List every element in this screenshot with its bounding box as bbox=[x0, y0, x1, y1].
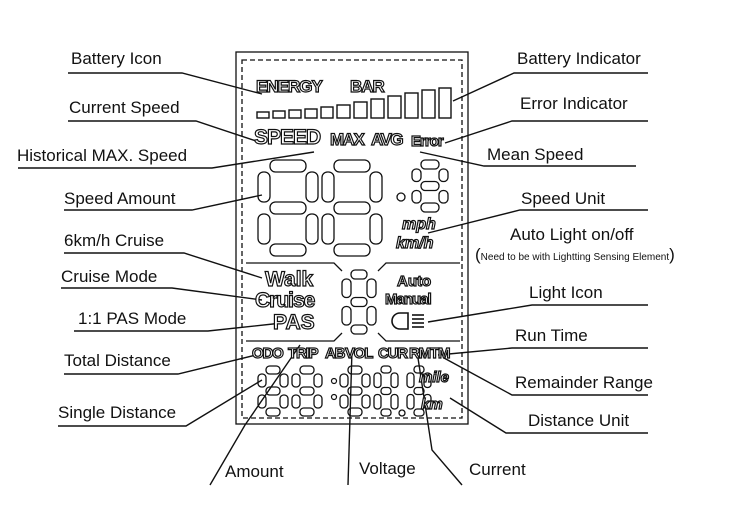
headlight-icon bbox=[391, 312, 424, 330]
lcd-cruise-label: Cruise bbox=[254, 288, 316, 312]
lcd-trip-label: TRIP bbox=[287, 344, 319, 362]
distance-decimal-point bbox=[398, 409, 406, 417]
callout-distance-unit: Distance Unit bbox=[528, 411, 630, 430]
callout-historical-max-speed: Historical MAX. Speed bbox=[17, 146, 188, 165]
lcd-mph-label: mph bbox=[401, 215, 436, 233]
lcd-ab-label: AB bbox=[324, 344, 346, 362]
auto-light-note: (Need to be with Lightting Sensing Eleme… bbox=[475, 245, 675, 264]
callout-voltage: Voltage bbox=[359, 459, 416, 478]
distance-digit-4 bbox=[373, 365, 399, 417]
callout-amount: Amount bbox=[225, 462, 284, 481]
lcd-vol-label: VOL bbox=[344, 344, 374, 362]
distance-digit-5 bbox=[406, 365, 432, 417]
lcd-mile-label: mile bbox=[418, 368, 450, 386]
time-colon-top bbox=[330, 377, 338, 385]
time-colon-bottom bbox=[330, 393, 338, 401]
callout-remainder-range: Remainder Range bbox=[515, 373, 653, 392]
lcd-inner-frame bbox=[241, 59, 463, 419]
lcd-cur-label: CUR bbox=[377, 344, 408, 362]
lcd-speed-label: SPEED bbox=[253, 125, 321, 149]
callout-current: Current bbox=[469, 460, 526, 479]
callout-6kmh-cruise: 6km/h Cruise bbox=[64, 231, 165, 250]
callout-current-speed: Current Speed bbox=[69, 98, 180, 117]
lcd-odo-label: ODO bbox=[251, 344, 284, 362]
divider-right-top bbox=[377, 262, 460, 272]
speed-digit-tenths bbox=[411, 159, 449, 213]
speed-decimal-point bbox=[396, 192, 406, 202]
lcd-auto-label: Auto bbox=[396, 272, 432, 290]
callout-run-time: Run Time bbox=[515, 326, 588, 345]
distance-digit-1 bbox=[257, 365, 289, 417]
lcd-max-label: MAX bbox=[329, 129, 365, 149]
callout-battery-icon: Battery Icon bbox=[71, 49, 162, 68]
speed-digit-tens bbox=[257, 159, 319, 257]
lcd-kmh-label: km/h bbox=[395, 234, 434, 252]
callout-speed-unit: Speed Unit bbox=[521, 189, 606, 208]
callout-speed-amount: Speed Amount bbox=[64, 189, 176, 208]
lcd-walk-label: Walk bbox=[264, 267, 314, 291]
divider-right-bottom bbox=[377, 332, 460, 342]
battery-bars bbox=[256, 87, 452, 119]
lcd-rm-label: RM bbox=[408, 344, 431, 362]
lcd-avg-label: AVG bbox=[370, 129, 404, 149]
callout-mean-speed: Mean Speed bbox=[487, 145, 584, 164]
lcd-manual-label: Manual bbox=[384, 290, 432, 308]
lcd-pas-label: PAS bbox=[272, 310, 315, 334]
assist-level-digit bbox=[341, 269, 377, 335]
lcd-km-label: km bbox=[420, 395, 443, 413]
callout-total-distance: Total Distance bbox=[64, 351, 171, 370]
lcd-error-label: Error bbox=[410, 132, 444, 150]
divider-left-bottom bbox=[246, 332, 343, 342]
callout-single-distance: Single Distance bbox=[58, 403, 177, 422]
callout-cruise-mode: Cruise Mode bbox=[61, 267, 158, 286]
lcd-bar-label: BAR bbox=[349, 76, 385, 96]
distance-digit-3 bbox=[339, 365, 371, 417]
lcd-energy-label: ENERGY bbox=[255, 76, 323, 96]
lcd-outer-frame bbox=[235, 51, 469, 425]
callout-error-indicator: Error Indicator bbox=[520, 94, 628, 113]
divider-left-top bbox=[246, 262, 343, 272]
distance-digit-2 bbox=[291, 365, 323, 417]
callout-pas-mode: 1:1 PAS Mode bbox=[78, 309, 187, 328]
callout-battery-indicator: Battery Indicator bbox=[517, 49, 641, 68]
leader-lines bbox=[18, 72, 648, 486]
callout-auto-light: Auto Light on/off bbox=[510, 225, 634, 244]
seven-segment-digits bbox=[257, 159, 449, 417]
speed-digit-ones bbox=[321, 159, 383, 257]
lcd-tm-label: TM bbox=[429, 344, 451, 362]
callout-light-icon: Light Icon bbox=[529, 283, 603, 302]
